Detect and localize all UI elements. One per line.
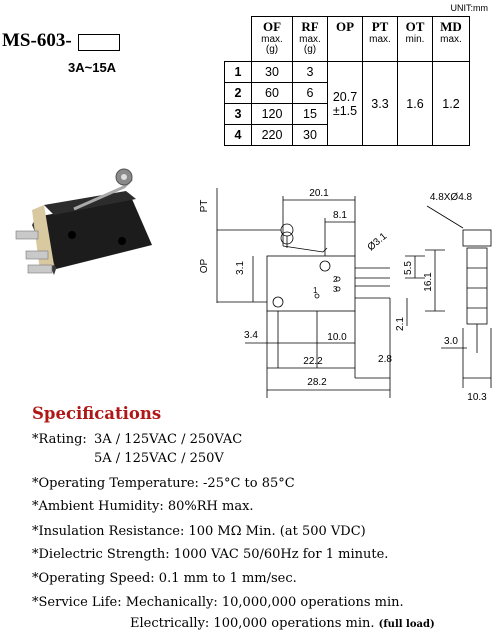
model-number: MS-603- [2, 30, 72, 51]
insulation-resistance: *Insulation Resistance: 100 MΩ Min. (at … [32, 524, 366, 539]
dim-3-0: 3.0 [444, 336, 458, 347]
dim-roller: Ø3.1 [366, 231, 390, 254]
operating-speed: *Operating Speed: 0.1 mm to 1 mm/sec. [32, 571, 297, 586]
electrical-text: Electrically: 100,000 operations min. [130, 616, 375, 631]
rf-value: 6 [292, 82, 328, 104]
row-index: 2 [224, 82, 252, 104]
terminal-3: 3 [333, 285, 338, 294]
rating-label: *Rating: [32, 432, 87, 447]
dim-16-1: 16.1 [423, 272, 434, 292]
of-value: 220 [251, 124, 293, 146]
table-row: 3 120 15 [224, 103, 470, 125]
dim-28-2: 28.2 [307, 377, 327, 388]
row-index: 3 [224, 103, 252, 125]
of-value: 60 [251, 82, 293, 104]
rf-value: 30 [292, 124, 328, 146]
terminal-2: 2 [333, 275, 338, 284]
rf-value: 15 [292, 103, 328, 125]
ot-value: 1.6 [397, 61, 433, 146]
table-corner [224, 16, 252, 62]
dim-8-1: 8.1 [333, 210, 347, 221]
label-pt: PT [199, 200, 210, 213]
row-index: 4 [224, 124, 252, 146]
dim-3-4: 3.4 [244, 330, 258, 341]
dimension-drawing: PT OP 4.8XØ4.8 20.1 8.1 Ø3.1 3.1 5.5 16.… [199, 188, 492, 403]
full-load-note: (full load) [378, 619, 435, 630]
dim-22-2: 22.2 [303, 356, 323, 367]
md-value: 1.2 [432, 61, 470, 146]
dim-2-1: 2.1 [395, 317, 406, 331]
dim-3-1: 3.1 [235, 261, 246, 275]
terminal-1: 1 [313, 286, 318, 295]
service-life-electrical: Electrically: 100,000 operations min. (f… [130, 616, 435, 631]
table-row: 1 30 3 20.7±1.5 3.3 1.6 1.2 [224, 61, 470, 146]
dim-10-0: 10.0 [327, 332, 347, 343]
operating-temperature: *Operating Temperature: -25°C to 85°C [32, 476, 295, 491]
pt-value: 3.3 [362, 61, 398, 146]
rating-line-1: 3A / 125VAC / 250VAC [94, 432, 243, 447]
row-index: 1 [224, 61, 252, 83]
ambient-humidity: *Ambient Humidity: 80%RH max. [32, 499, 254, 514]
of-value: 30 [251, 61, 293, 83]
dim-10-3: 10.3 [467, 392, 487, 403]
service-life-mechanical: *Service Life: Mechanically: 10,000,000 … [32, 595, 404, 610]
model-suffix-box [78, 34, 120, 51]
of-value: 120 [251, 103, 293, 125]
rating-range: 3A~15A [68, 60, 117, 75]
switch-photo [15, 168, 152, 275]
dim-20-1: 20.1 [309, 188, 329, 199]
label-op: OP [199, 258, 210, 273]
col-op: OP [327, 16, 363, 62]
dielectric-strength: *Dielectric Strength: 1000 VAC 50/60Hz f… [32, 547, 389, 562]
rating-line-2: 5A / 125VAC / 250V [94, 451, 224, 466]
dim-2-8: 2.8 [378, 354, 392, 365]
table-row: 4 220 30 [224, 124, 470, 146]
table-row: 2 60 6 [224, 82, 470, 104]
dim-5-5: 5.5 [403, 261, 414, 275]
unit-label: UNIT:mm [450, 3, 489, 13]
rf-value: 3 [292, 61, 328, 83]
specifications-heading: Specifications [32, 404, 162, 423]
op-value: 20.7±1.5 [327, 61, 363, 146]
label-hole: 4.8XØ4.8 [430, 192, 473, 203]
